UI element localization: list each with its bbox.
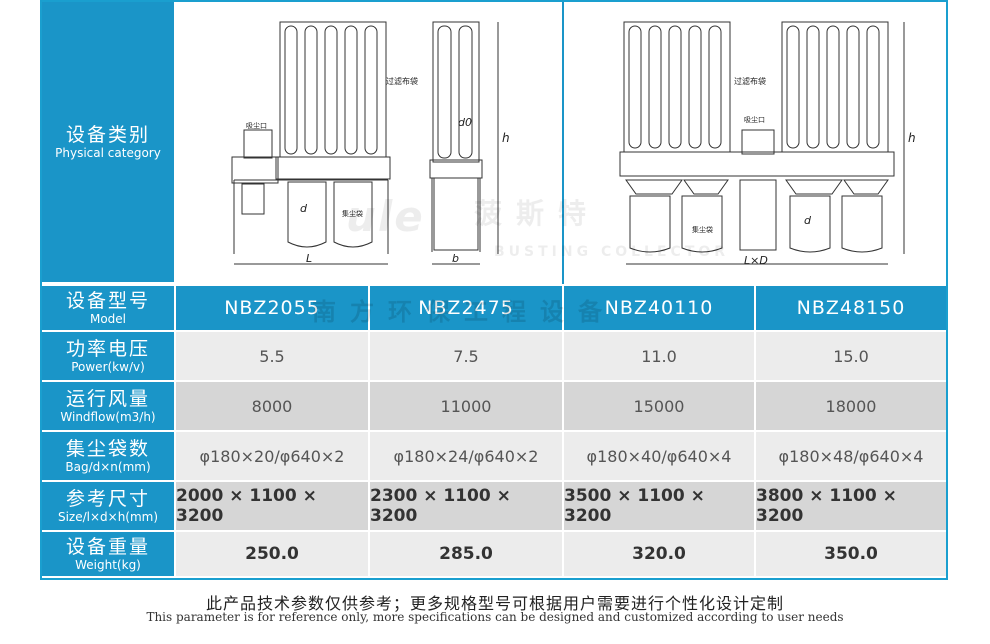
double-unit-drawing: 过滤布袋 吸尘口 集尘袋 h d L×D [619,21,916,267]
row-label-zh: 设备重量 [65,535,150,558]
model-cell: NBZ2475 [368,286,562,332]
model-cell: NBZ48150 [754,286,946,332]
power-cell: 5.5 [174,332,368,382]
model-cell: NBZ2055 [174,286,368,332]
row-label-zh: 集尘袋数 [65,437,150,460]
single-unit-drawing: 过滤布袋 吸尘口 集尘袋 h d0 d L b [231,21,510,265]
windflow-cell: 18000 [754,382,946,432]
row-size: 参考尺寸 Size/l×d×h(mm) 2000 × 1100 × 3200 2… [42,482,946,532]
row-bag: 集尘袋数 Bag/d×n(mm) φ180×20/φ640×2 φ180×24/… [42,432,946,482]
category-label-zh: 设备类别 [65,123,150,146]
filter-bag-label-right: 过滤布袋 [734,76,766,86]
windflow-cell: 15000 [562,382,754,432]
watermark-logo: ule [346,192,425,241]
row-label-zh: 设备型号 [65,289,150,312]
row-label-en: Power(kw/v) [71,359,145,374]
row-label-en: Model [89,311,127,326]
row-label: 设备型号 Model [42,286,174,332]
dim-d-label: d [300,202,308,215]
diagram-double-unit: 过滤布袋 吸尘口 集尘袋 h d L×D [562,2,946,284]
category-label-en: Physical category [55,145,161,160]
filter-bag-label: 过滤布袋 [386,76,418,86]
footnote-zh: 此产品技术参数仅供参考；更多规格型号可根据用户需要进行个性化设计定制 [205,594,784,613]
row-label-en: Weight(kg) [75,557,141,572]
diagram-single-unit: 过滤布袋 吸尘口 集尘袋 h d0 d L b [176,2,556,284]
watermark-brand-en: BUSTING COLLECTOR [494,244,730,260]
bag-cell: φ180×48/φ640×4 [754,432,946,482]
dim-LxD-label: L×D [744,254,768,267]
power-cell: 11.0 [562,332,754,382]
weight-cell: 350.0 [754,532,946,578]
power-cell: 7.5 [368,332,562,382]
row-label-en: Windflow(m3/h) [60,409,156,424]
power-cell: 15.0 [754,332,946,382]
row-model: 设备型号 Model NBZ2055 NBZ2475 NBZ40110 NBZ4… [42,286,946,332]
weight-cell: 250.0 [174,532,368,578]
size-cell: 2000 × 1100 × 3200 [174,482,368,532]
size-cell: 3500 × 1100 × 3200 [562,482,754,532]
row-weight: 设备重量 Weight(kg) 250.0 285.0 320.0 350.0 [42,532,946,578]
row-label-zh: 功率电压 [65,337,150,360]
weight-cell: 285.0 [368,532,562,578]
row-label: 功率电压 Power(kw/v) [42,332,174,382]
dust-inlet-label-right: 吸尘口 [744,115,765,124]
windflow-cell: 11000 [368,382,562,432]
dim-L-label: L [306,252,312,265]
row-label-en: Bag/d×n(mm) [65,459,151,474]
spec-table: 设备类别 Physical category [40,0,948,580]
bag-cell: φ180×40/φ640×4 [562,432,754,482]
size-cell: 2300 × 1100 × 3200 [368,482,562,532]
dim-h-label-right: h [908,131,916,145]
row-label: 参考尺寸 Size/l×d×h(mm) [42,482,174,532]
footnote-en: This parameter is for reference only, mo… [146,610,844,624]
row-label: 设备重量 Weight(kg) [42,532,174,578]
dim-d0-label: d0 [458,116,472,129]
diagram-area: 过滤布袋 吸尘口 集尘袋 h d0 d L b [174,2,946,284]
dust-inlet-label: 吸尘口 [246,121,267,130]
size-cell: 3800 × 1100 × 3200 [754,482,946,532]
dust-bag-label: 集尘袋 [342,209,363,218]
row-windflow: 运行风量 Windflow(m3/h) 8000 11000 15000 180… [42,382,946,432]
watermark-company: 南方环保工程设备 [312,298,616,326]
row-power: 功率电压 Power(kw/v) 5.5 7.5 11.0 15.0 [42,332,946,382]
windflow-cell: 8000 [174,382,368,432]
dim-h-label: h [502,131,510,145]
bag-cell: φ180×20/φ640×2 [174,432,368,482]
category-label: 设备类别 Physical category [42,2,174,284]
bag-cell: φ180×24/φ640×2 [368,432,562,482]
dim-b-label: b [452,252,459,265]
dim-d-label-right: d [804,214,812,227]
model-cell: NBZ40110 [562,286,754,332]
row-label: 运行风量 Windflow(m3/h) [42,382,174,432]
row-label-zh: 参考尺寸 [65,487,150,510]
watermark-brand: 菠斯特 [474,197,601,230]
row-label: 集尘袋数 Bag/d×n(mm) [42,432,174,482]
row-label-zh: 运行风量 [65,387,150,410]
row-label-en: Size/l×d×h(mm) [57,509,159,524]
weight-cell: 320.0 [562,532,754,578]
category-row: 设备类别 Physical category [42,2,946,284]
dust-bag-label-right: 集尘袋 [692,225,713,234]
